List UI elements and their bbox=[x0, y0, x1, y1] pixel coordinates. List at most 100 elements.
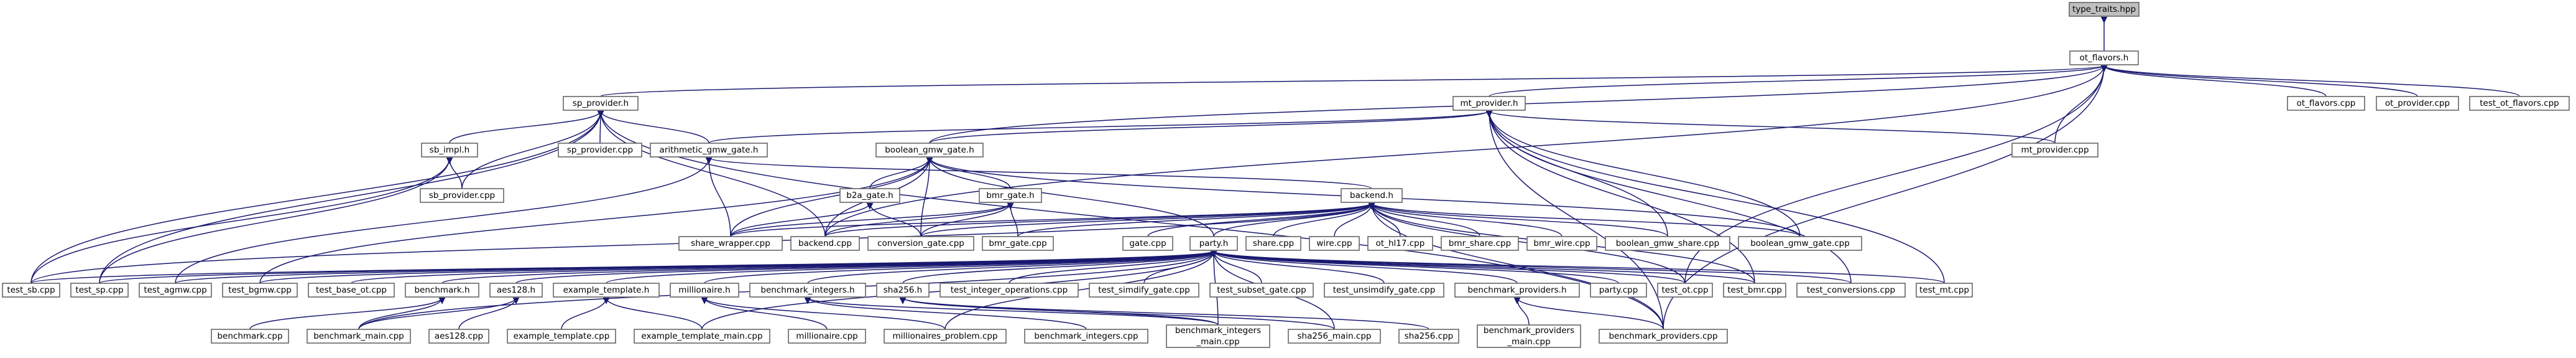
include-edge bbox=[899, 297, 1429, 330]
include-edge bbox=[899, 297, 1219, 326]
file-node-label: benchmark_providers.h bbox=[1467, 285, 1566, 295]
include-edge bbox=[1485, 110, 1668, 237]
file-node-party-cpp[interactable]: party.cpp bbox=[1590, 283, 1647, 298]
file-node-test-ot-flavors[interactable]: test_ot_flavors.cpp bbox=[2469, 96, 2570, 111]
include-edge bbox=[1213, 202, 1375, 237]
file-node-bool-gmw-share[interactable]: boolean_gmw_share.cpp bbox=[1605, 236, 1730, 251]
file-node-wire-cpp[interactable]: wire.cpp bbox=[1309, 236, 1360, 251]
file-node-arith-gmw-h[interactable]: arithmetic_gmw_gate.h bbox=[650, 143, 768, 158]
file-node-test-mt[interactable]: test_mt.cpp bbox=[1916, 283, 1973, 298]
file-node-label: share_wrapper.cpp bbox=[691, 238, 770, 248]
file-node-label: sb_impl.h bbox=[430, 145, 469, 155]
file-node-mt-provider-h[interactable]: mt_provider.h bbox=[1452, 96, 1526, 111]
file-node-benchmark-integers-h[interactable]: benchmark_integers.h bbox=[749, 283, 866, 298]
file-node-test-integer-ops[interactable]: test_integer_operations.cpp bbox=[939, 283, 1079, 298]
file-node-sp-provider-cpp[interactable]: sp_provider.cpp bbox=[558, 143, 642, 158]
include-edge bbox=[920, 202, 1014, 237]
file-node-backend-cpp[interactable]: backend.cpp bbox=[790, 236, 860, 251]
file-node-example-template-cpp[interactable]: example_template.cpp bbox=[507, 329, 616, 344]
include-edge bbox=[824, 202, 1375, 237]
file-node-sp-provider-h[interactable]: sp_provider.h bbox=[563, 96, 639, 111]
file-node-millionaire-cpp[interactable]: millionaire.cpp bbox=[788, 329, 866, 344]
file-node-backend-h[interactable]: backend.h bbox=[1341, 188, 1403, 203]
file-node-share-cpp[interactable]: share.cpp bbox=[1245, 236, 1301, 251]
file-node-label: boolean_gmw_gate.cpp bbox=[1750, 238, 1850, 248]
file-node-example-template-h[interactable]: example_template.h bbox=[553, 283, 660, 298]
file-node-benchmark-providers-h[interactable]: benchmark_providers.h bbox=[1454, 283, 1580, 298]
include-edge bbox=[1210, 250, 1518, 284]
file-node-label: benchmark.h bbox=[414, 285, 469, 295]
file-node-label: ot_flavors.h bbox=[2080, 53, 2129, 63]
file-node-label: test_agmw.cpp bbox=[144, 285, 206, 295]
include-edge bbox=[1017, 202, 1375, 237]
file-node-sb-provider-cpp[interactable]: sb_provider.cpp bbox=[420, 188, 504, 203]
file-node-ot-hl17[interactable]: ot_hl17.cpp bbox=[1367, 236, 1433, 251]
file-node-sb-impl-h[interactable]: sb_impl.h bbox=[421, 143, 478, 158]
file-node-label: ot_flavors.cpp bbox=[2297, 98, 2356, 108]
include-edge bbox=[358, 297, 446, 330]
file-node-label: mt_provider.h bbox=[1460, 98, 1518, 108]
file-node-label: test_unsimdify_gate.cpp bbox=[1333, 285, 1436, 295]
file-node-test-bgmw[interactable]: test_bgmw.cpp bbox=[222, 283, 298, 298]
file-node-millionaire-h[interactable]: millionaire.h bbox=[670, 283, 739, 298]
file-node-bmr-wire[interactable]: bmr_wire.cpp bbox=[1526, 236, 1597, 251]
file-node-label: sb_provider.cpp bbox=[429, 191, 495, 200]
file-node-label: sha256_main.cpp bbox=[1298, 331, 1372, 341]
file-node-benchmark-main[interactable]: benchmark_main.cpp bbox=[307, 329, 411, 344]
file-node-benchmark-integers-cpp[interactable]: benchmark_integers.cpp bbox=[1024, 329, 1148, 344]
file-node-bool-gmw-cpp[interactable]: boolean_gmw_gate.cpp bbox=[1738, 236, 1862, 251]
file-node-test-simdify-gate[interactable]: test_simdify_gate.cpp bbox=[1089, 283, 1199, 298]
file-node-conversion-gate[interactable]: conversion_gate.cpp bbox=[867, 236, 974, 251]
file-node-benchmark-providers-main[interactable]: benchmark_providers_main.cpp bbox=[1477, 324, 1581, 348]
file-node-ot-flavors-h[interactable]: ot_flavors.h bbox=[2069, 50, 2139, 65]
file-node-test-base-ot[interactable]: test_base_ot.cpp bbox=[308, 283, 395, 298]
file-node-mt-provider-cpp[interactable]: mt_provider.cpp bbox=[2011, 143, 2098, 158]
file-node-sha256-h[interactable]: sha256.h bbox=[876, 283, 930, 298]
file-node-test-ot[interactable]: test_ot.cpp bbox=[1657, 283, 1713, 298]
include-edge bbox=[1210, 250, 1945, 284]
include-edge bbox=[705, 157, 731, 237]
file-node-test-subset-gate[interactable]: test_subset_gate.cpp bbox=[1209, 283, 1314, 298]
file-node-example-template-main[interactable]: example_template_main.cpp bbox=[634, 329, 770, 344]
file-node-bmr-gate-cpp[interactable]: bmr_gate.cpp bbox=[982, 236, 1054, 251]
include-edge bbox=[1210, 250, 1852, 284]
file-node-label: bmr_gate.h bbox=[986, 191, 1034, 200]
file-node-test-bmr[interactable]: test_bmr.cpp bbox=[1723, 283, 1786, 298]
include-edge bbox=[804, 297, 1219, 326]
file-node-bmr-gate-h[interactable]: bmr_gate.h bbox=[979, 188, 1042, 203]
file-node-type-traits[interactable]: type_traits.hpp bbox=[2069, 2, 2140, 17]
file-node-benchmark-cpp[interactable]: benchmark.cpp bbox=[211, 329, 289, 344]
file-node-bool-gmw-h[interactable]: boolean_gmw_gate.h bbox=[875, 143, 984, 158]
file-node-benchmark-h[interactable]: benchmark.h bbox=[405, 283, 479, 298]
include-edge bbox=[597, 110, 709, 144]
file-node-millionaires-problem[interactable]: millionaires_problem.cpp bbox=[884, 329, 1007, 344]
file-node-test-unsimdify-gate[interactable]: test_unsimdify_gate.cpp bbox=[1324, 283, 1444, 298]
file-node-label: backend.h bbox=[1350, 191, 1393, 200]
file-node-gate-cpp[interactable]: gate.cpp bbox=[1122, 236, 1173, 251]
include-edge bbox=[259, 157, 933, 284]
file-node-aes128-cpp[interactable]: aes128.cpp bbox=[428, 329, 489, 344]
file-node-share-wrapper[interactable]: share_wrapper.cpp bbox=[678, 236, 783, 251]
file-node-bmr-share[interactable]: bmr_share.cpp bbox=[1441, 236, 1519, 251]
file-node-sha256-cpp[interactable]: sha256.cpp bbox=[1398, 329, 1459, 344]
file-node-label: benchmark_integers.cpp bbox=[1034, 331, 1138, 341]
include-edge bbox=[1210, 250, 1686, 284]
file-node-test-sp[interactable]: test_sp.cpp bbox=[70, 283, 129, 298]
file-node-b2a-gate-h[interactable]: b2a_gate.h bbox=[839, 188, 900, 203]
include-edge bbox=[1210, 250, 1755, 284]
file-node-label: example_template.cpp bbox=[514, 331, 610, 341]
file-nodes: type_traits.hpp ot_flavors.h sp_provider.h… bbox=[2, 2, 2570, 348]
file-node-party-h[interactable]: party.h bbox=[1189, 236, 1238, 251]
file-node-benchmark-providers-cpp[interactable]: benchmark_providers.cpp bbox=[1599, 329, 1728, 344]
file-node-ot-flavors-cpp[interactable]: ot_flavors.cpp bbox=[2287, 96, 2365, 111]
file-node-test-agmw[interactable]: test_agmw.cpp bbox=[139, 283, 212, 298]
file-node-sha256-main[interactable]: sha256_main.cpp bbox=[1288, 329, 1381, 344]
file-node-ot-provider-cpp[interactable]: ot_provider.cpp bbox=[2376, 96, 2459, 111]
file-node-test-conversions[interactable]: test_conversions.cpp bbox=[1796, 283, 1906, 298]
include-edge bbox=[1485, 110, 1945, 284]
include-edge bbox=[730, 202, 1375, 237]
file-node-test-sb[interactable]: test_sb.cpp bbox=[2, 283, 60, 298]
file-node-aes128-h[interactable]: aes128.h bbox=[489, 283, 543, 298]
file-node-benchmark-integers-main[interactable]: benchmark_integers_main.cpp bbox=[1166, 324, 1270, 348]
